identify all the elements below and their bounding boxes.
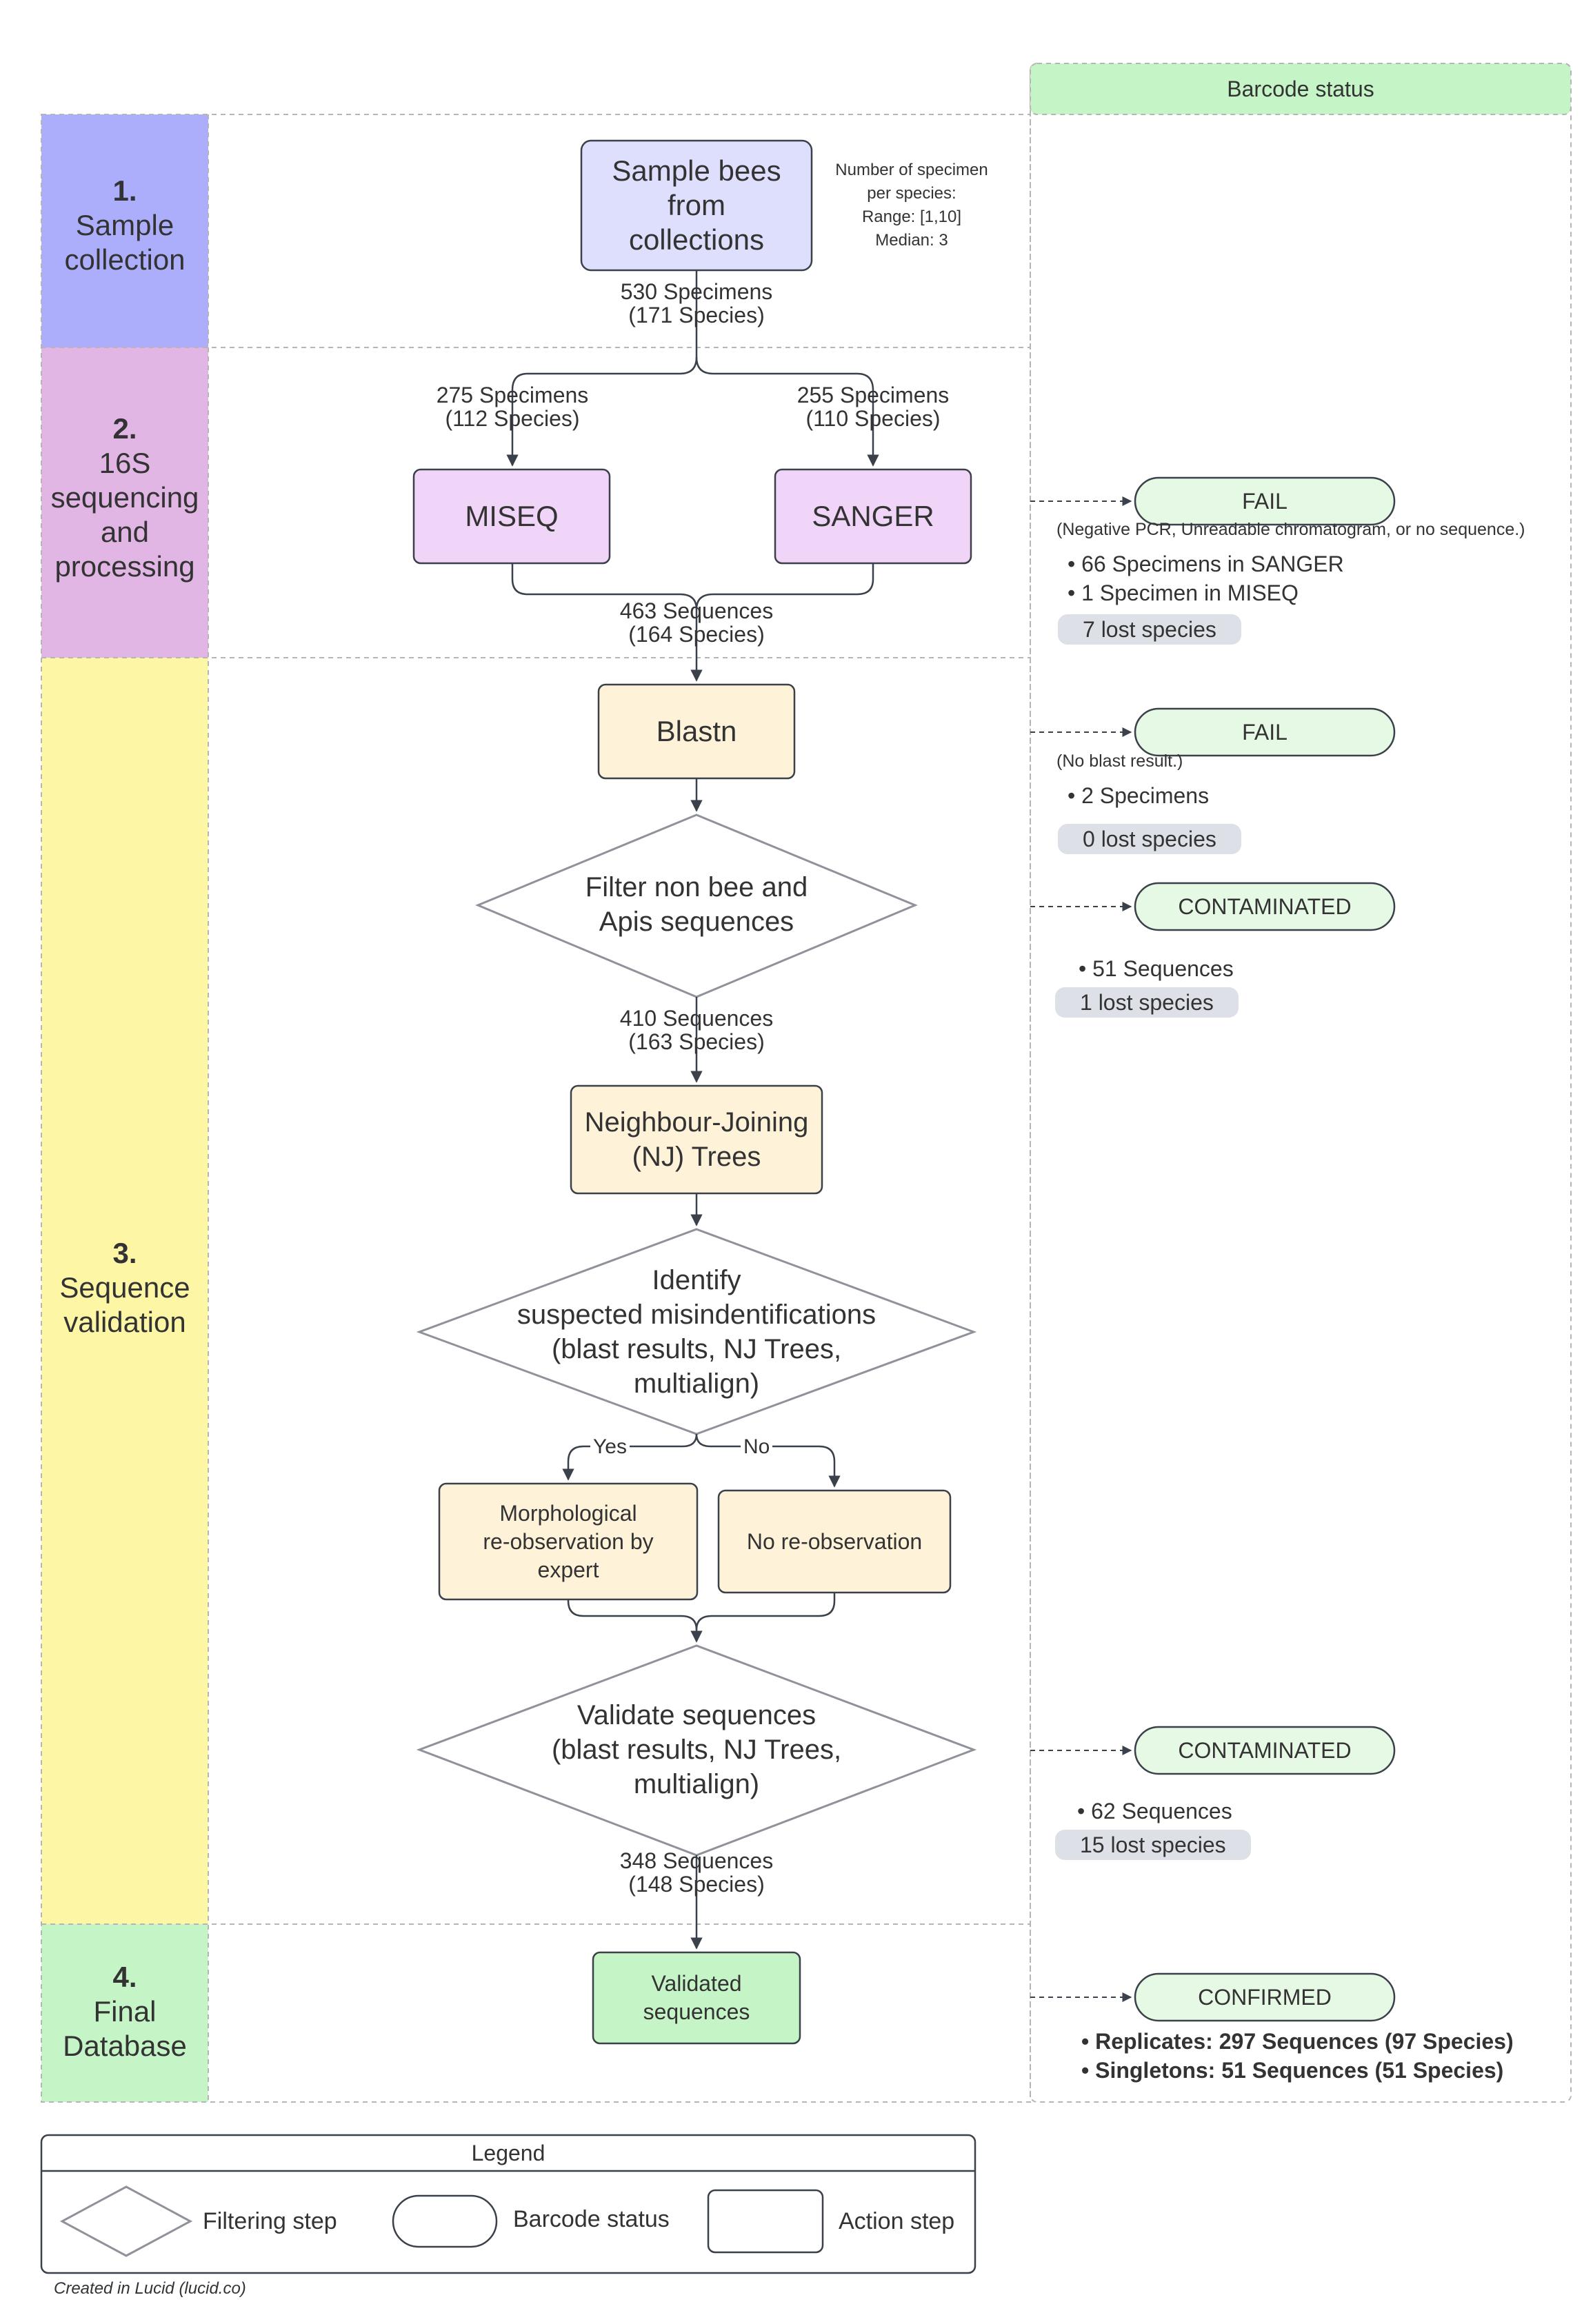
validate-label: Validate sequences (blast results, NJ Tr… bbox=[551, 1700, 842, 1799]
confirmed-bullet-replicates: Replicates: 297 Sequences (97 Species) bbox=[1081, 2027, 1514, 2056]
stage-frame bbox=[41, 63, 1572, 2103]
miseq-label: MISEQ bbox=[465, 500, 559, 532]
confirmed-status: CONFIRMED bbox=[1198, 1984, 1332, 2010]
stage-1-name: Sample collection bbox=[64, 209, 186, 276]
contaminated-2-bullet-sequences: 62 Sequences bbox=[1077, 1797, 1232, 1826]
contaminated-status-1: CONTAMINATED bbox=[1178, 893, 1352, 919]
no-reobservation-label: No re-observation bbox=[746, 1528, 923, 1554]
edge-morph-merge bbox=[567, 1599, 703, 1643]
contaminated-pill-1 bbox=[1134, 882, 1396, 931]
specimen-stats-note: Number of specimen per species: Range: [… bbox=[835, 161, 988, 250]
edge-miseq-to-blastn bbox=[511, 563, 703, 682]
stage-3-name: Sequence validation bbox=[59, 1271, 190, 1338]
contaminated-2-lost-badge: 15 lost species bbox=[1055, 1830, 1251, 1860]
edge-no bbox=[695, 1433, 841, 1488]
stage-4-label: 4. Final Database bbox=[41, 1960, 208, 2063]
yes-edge-label: Yes bbox=[590, 1436, 630, 1458]
edge-to-miseq bbox=[506, 270, 698, 467]
edge-sanger-merge bbox=[695, 563, 874, 610]
contaminated-1-bullet-sequences: 51 Sequences bbox=[1079, 954, 1234, 983]
contaminated-status-2: CONTAMINATED bbox=[1178, 1737, 1352, 1763]
count-275-specimens: 275 Specimens (112 Species) bbox=[436, 383, 589, 431]
edge-to-sanger bbox=[695, 356, 879, 467]
fail-status-2: FAIL bbox=[1242, 719, 1288, 745]
fail-2-bullet-specimens: 2 Specimens bbox=[1068, 781, 1209, 810]
fail-status-1: FAIL bbox=[1242, 488, 1288, 514]
stage-3-number: 3. bbox=[112, 1237, 137, 1269]
fail-1-bullet-sanger: 66 Specimens in SANGER bbox=[1068, 549, 1344, 578]
contaminated-1-bullets: 51 Sequences bbox=[1079, 954, 1234, 983]
barcode-status-header: Barcode status bbox=[1227, 76, 1374, 101]
filter-label: Filter non bee and Apis sequences bbox=[585, 872, 808, 937]
count-410-sequences: 410 Sequences (163 Species) bbox=[619, 1006, 774, 1054]
blastn-label: Blastn bbox=[656, 715, 737, 747]
lucid-credit: Created in Lucid (lucid.co) bbox=[54, 2279, 246, 2298]
edge-noreobs-merge bbox=[695, 1593, 836, 1630]
fail-1-note: (Negative PCR, Unreadable chromatogram, … bbox=[1056, 520, 1525, 539]
stage-2-name: 16S sequencing and processing bbox=[50, 447, 199, 583]
validated-label: Validated sequences bbox=[643, 1971, 750, 2024]
legend-action-icon bbox=[707, 2189, 824, 2254]
confirmed-bullet-singletons: Singletons: 51 Sequences (51 Species) bbox=[1081, 2056, 1514, 2085]
legend-pill-icon bbox=[392, 2194, 498, 2248]
stage-4-number: 4. bbox=[112, 1961, 137, 1993]
count-255-specimens: 255 Specimens (110 Species) bbox=[796, 383, 950, 431]
stage-1-number: 1. bbox=[112, 174, 137, 207]
contaminated-2-bullets: 62 Sequences bbox=[1077, 1797, 1232, 1826]
stage-band-3 bbox=[41, 658, 208, 1924]
legend-diamond-icon bbox=[59, 2185, 193, 2257]
morphological-label: Morphological re-observation by expert bbox=[483, 1500, 654, 1582]
legend-action-label: Action step bbox=[839, 2208, 955, 2234]
count-530-specimens: 530 Specimens (171 Species) bbox=[620, 279, 773, 327]
fail-pill-1 bbox=[1134, 476, 1396, 526]
nj-trees-label: Neighbour-Joining (NJ) Trees bbox=[584, 1107, 809, 1172]
stage-2-number: 2. bbox=[112, 412, 137, 445]
fail-1-lost-badge: 7 lost species bbox=[1058, 614, 1241, 645]
sample-bees-label: Sample bees from collections bbox=[612, 154, 781, 256]
contaminated-1-lost-badge: 1 lost species bbox=[1055, 987, 1239, 1018]
stage-2-label: 2. 16S sequencing and processing bbox=[41, 412, 208, 584]
fail-2-bullets: 2 Specimens bbox=[1068, 781, 1209, 810]
fail-2-note: (No blast result.) bbox=[1056, 751, 1183, 771]
count-463-sequences: 463 Sequences (164 Species) bbox=[619, 598, 774, 647]
confirmed-bullets: Replicates: 297 Sequences (97 Species) S… bbox=[1081, 2027, 1514, 2085]
identify-label: Identify suspected misindentifications (… bbox=[517, 1265, 876, 1399]
fail-1-bullets: 66 Specimens in SANGER 1 Specimen in MIS… bbox=[1068, 549, 1344, 607]
fail-2-lost-badge: 0 lost species bbox=[1058, 824, 1241, 854]
barcode-status-header-bg bbox=[1030, 63, 1572, 115]
fail-pill-2 bbox=[1134, 707, 1396, 757]
confirmed-pill bbox=[1134, 1972, 1396, 2022]
stage-band-4 bbox=[41, 1924, 208, 2102]
contaminated-pill-2 bbox=[1134, 1726, 1396, 1775]
stage-band-2 bbox=[41, 347, 208, 658]
stage-band-1 bbox=[41, 114, 208, 347]
no-edge-label: No bbox=[741, 1436, 773, 1458]
stage-3-label: 3. Sequence validation bbox=[41, 1236, 208, 1340]
stage-4-name: Final Database bbox=[63, 1995, 187, 2062]
legend-barcode-label: Barcode status bbox=[513, 2206, 670, 2232]
edge-yes bbox=[562, 1433, 698, 1481]
legend-filtering-label: Filtering step bbox=[203, 2208, 337, 2234]
fail-1-bullet-miseq: 1 Specimen in MISEQ bbox=[1068, 578, 1344, 607]
sanger-label: SANGER bbox=[812, 500, 934, 532]
validated-box bbox=[592, 1951, 801, 2045]
count-348-sequences: 348 Sequences (148 Species) bbox=[619, 1848, 774, 1897]
stage-1-label: 1. Sample collection bbox=[41, 174, 208, 277]
legend-title: Legend bbox=[471, 2140, 545, 2165]
